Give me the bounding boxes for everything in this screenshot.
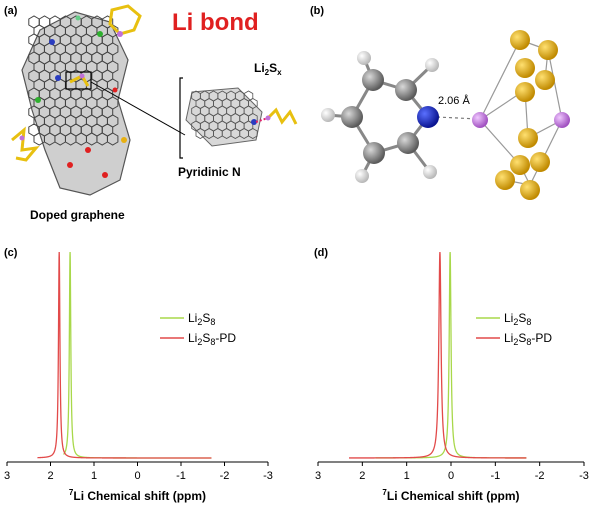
x-tick-label: 2 [47, 470, 53, 482]
x-tick-label: -2 [220, 470, 230, 482]
li-n-bond-dashed [436, 116, 479, 120]
panel-b: (b) [310, 5, 570, 200]
spectrum-line-li2s8 [63, 251, 212, 459]
inset-graphene-ribbon [185, 87, 298, 147]
x-tick-label: 1 [404, 470, 410, 482]
legend-label: Li2S8-PD [504, 331, 552, 347]
x-tick-label: 3 [315, 470, 321, 482]
li2s8-atoms [472, 30, 570, 200]
chart-c: 3 2 1 0 -1 -2 -3 7Li Chemical shift (ppm) Li2S8L… [4, 251, 273, 503]
x-tick-label: -1 [490, 470, 500, 482]
x-tick-label: -3 [579, 470, 589, 482]
x-tick-label: -1 [176, 470, 186, 482]
legend-label: Li2S8 [504, 311, 531, 327]
x-tick-label: 2 [359, 470, 365, 482]
panel-a-title: Li bond [172, 9, 259, 36]
spectrum-line-li2s8-pd [349, 251, 527, 459]
pyridine-atoms [321, 51, 439, 183]
x-tick-label: 0 [134, 470, 140, 482]
legend-label: Li2S8 [188, 311, 215, 327]
lithium-atom-1 [472, 112, 488, 128]
x-tick-label: 1 [91, 470, 97, 482]
panel-a: (a) Li bond [4, 4, 298, 222]
panel-c-label: (c) [4, 247, 18, 259]
x-tick-label: 3 [4, 470, 10, 482]
x-axis-label: 7Li Chemical shift (ppm) [69, 488, 206, 503]
zoom-line [90, 81, 186, 136]
inset-bracket [179, 77, 183, 159]
panel-a-label: (a) [4, 5, 18, 17]
panel-d-label: (d) [314, 247, 328, 259]
x-tick-label: -2 [535, 470, 545, 482]
nitrogen-atom [417, 106, 439, 128]
x-tick-label: 0 [448, 470, 454, 482]
legend-label: Li2S8-PD [188, 331, 236, 347]
lithium-atom-2 [554, 112, 570, 128]
doped-graphene-caption: Doped graphene [30, 208, 125, 222]
sulfide-label: Li2Sx [254, 61, 282, 77]
pyridinic-n-label: Pyridinic N [178, 165, 241, 179]
x-axis-label: 7Li Chemical shift (ppm) [382, 488, 519, 503]
spectrum-line-li2s8 [375, 251, 527, 459]
spectrum-line-li2s8-pd [37, 251, 212, 459]
panel-b-label: (b) [310, 5, 324, 17]
bond-length-label: 2.06 Å [438, 94, 470, 107]
chart-d: 3 2 1 0 -1 -2 -3 7Li Chemical shift (ppm) Li2S8L… [315, 251, 589, 503]
floating-polysulfide-1 [108, 4, 142, 37]
floating-polysulfide-2 [11, 126, 40, 162]
doped-graphene-illustration [21, 11, 131, 196]
x-tick-label: -3 [263, 470, 273, 482]
